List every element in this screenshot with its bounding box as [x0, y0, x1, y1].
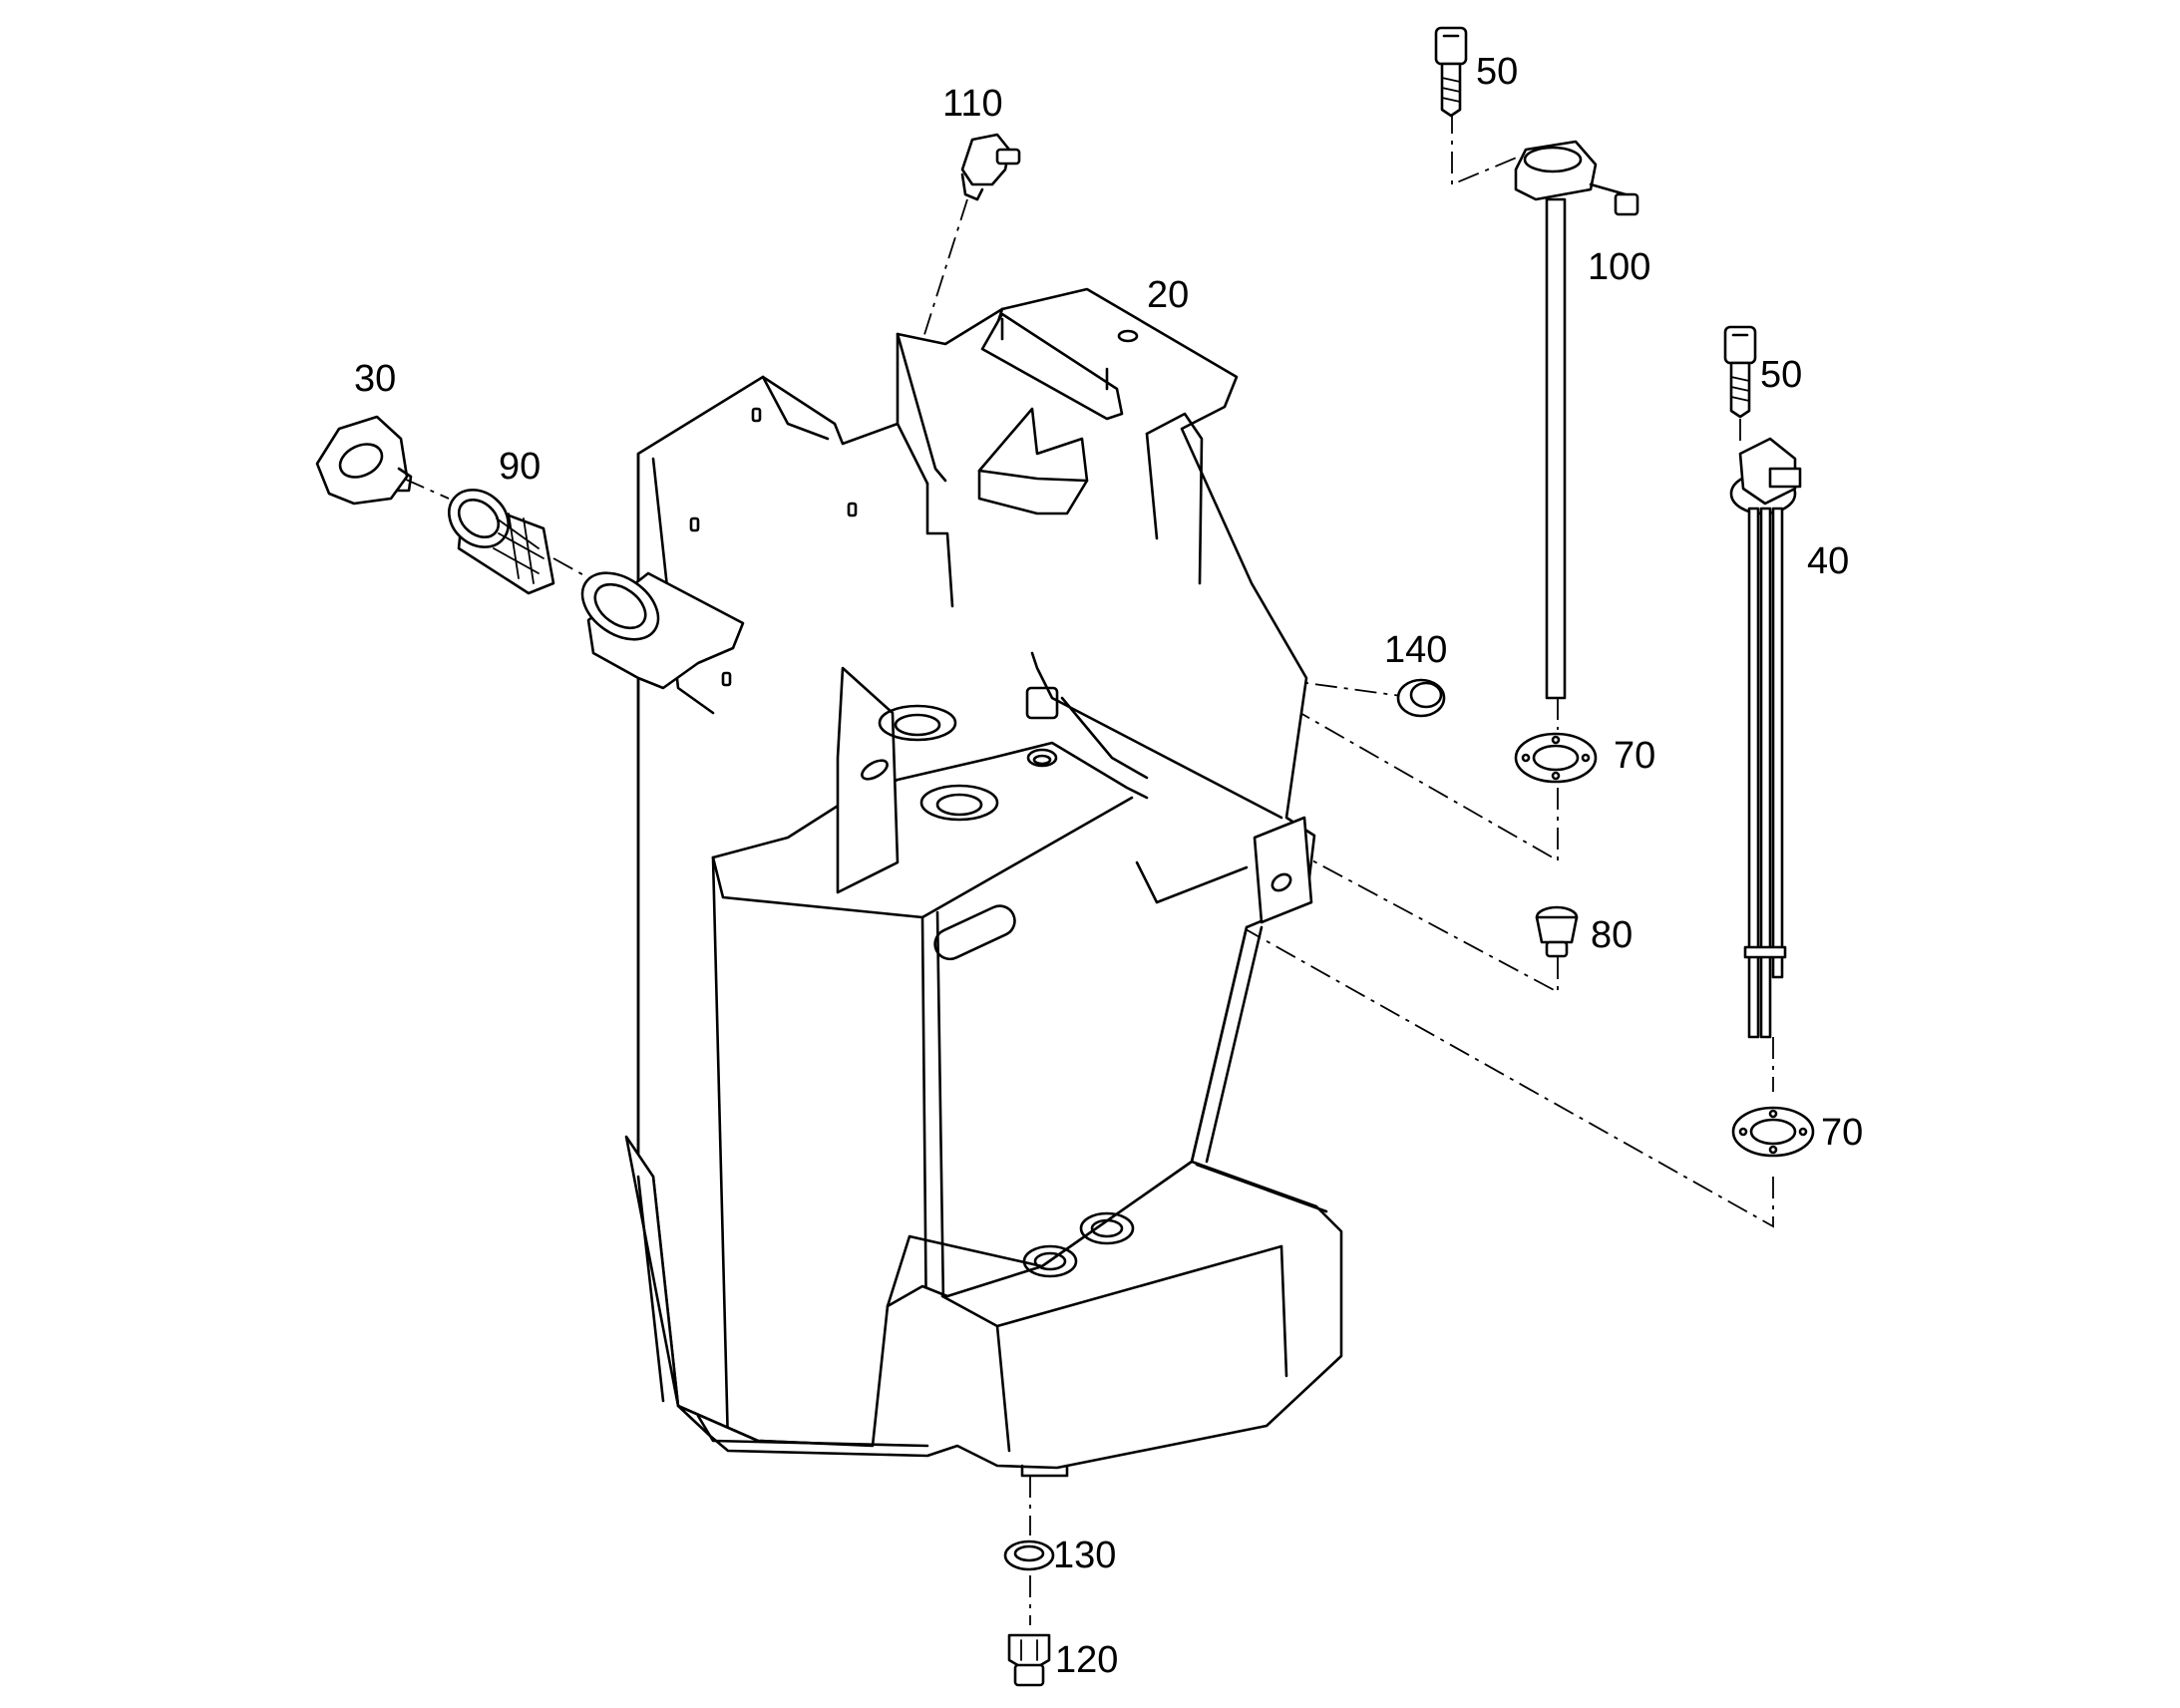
position-labels: 20 30 90 110 50 100 50 40 140 70 80 70 1…	[354, 51, 1863, 1681]
label-90: 90	[499, 446, 541, 488]
gasket-upper	[1514, 732, 1598, 784]
filler-cap	[315, 415, 413, 506]
label-140: 140	[1384, 629, 1447, 671]
label-50-lower: 50	[1760, 354, 1802, 396]
drain-plug	[1007, 1633, 1051, 1687]
label-50-upper: 50	[1476, 51, 1518, 93]
label-130: 130	[1053, 1535, 1116, 1576]
suction-pipe-assembly	[1729, 437, 1802, 1039]
screw-lower	[1723, 325, 1757, 419]
label-100: 100	[1588, 246, 1650, 288]
label-120: 120	[1055, 1639, 1118, 1681]
strainer	[448, 489, 555, 595]
gasket-lower	[1731, 1106, 1815, 1158]
label-40: 40	[1807, 540, 1849, 582]
label-20: 20	[1147, 274, 1189, 316]
screw-upper	[1434, 26, 1468, 118]
label-110: 110	[942, 83, 1003, 125]
washer	[1003, 1539, 1055, 1571]
label-70-upper: 70	[1614, 735, 1655, 777]
temperature-sensor	[960, 133, 1021, 201]
label-70-lower: 70	[1821, 1112, 1863, 1154]
filler-neck	[580, 571, 745, 690]
plug	[1535, 905, 1579, 958]
level-sender	[1514, 140, 1639, 700]
fuel-tank	[624, 287, 1343, 1478]
grommet	[1396, 678, 1446, 718]
line-50a-to-100	[1451, 112, 1537, 186]
label-30: 30	[354, 358, 396, 400]
label-80: 80	[1591, 914, 1633, 956]
